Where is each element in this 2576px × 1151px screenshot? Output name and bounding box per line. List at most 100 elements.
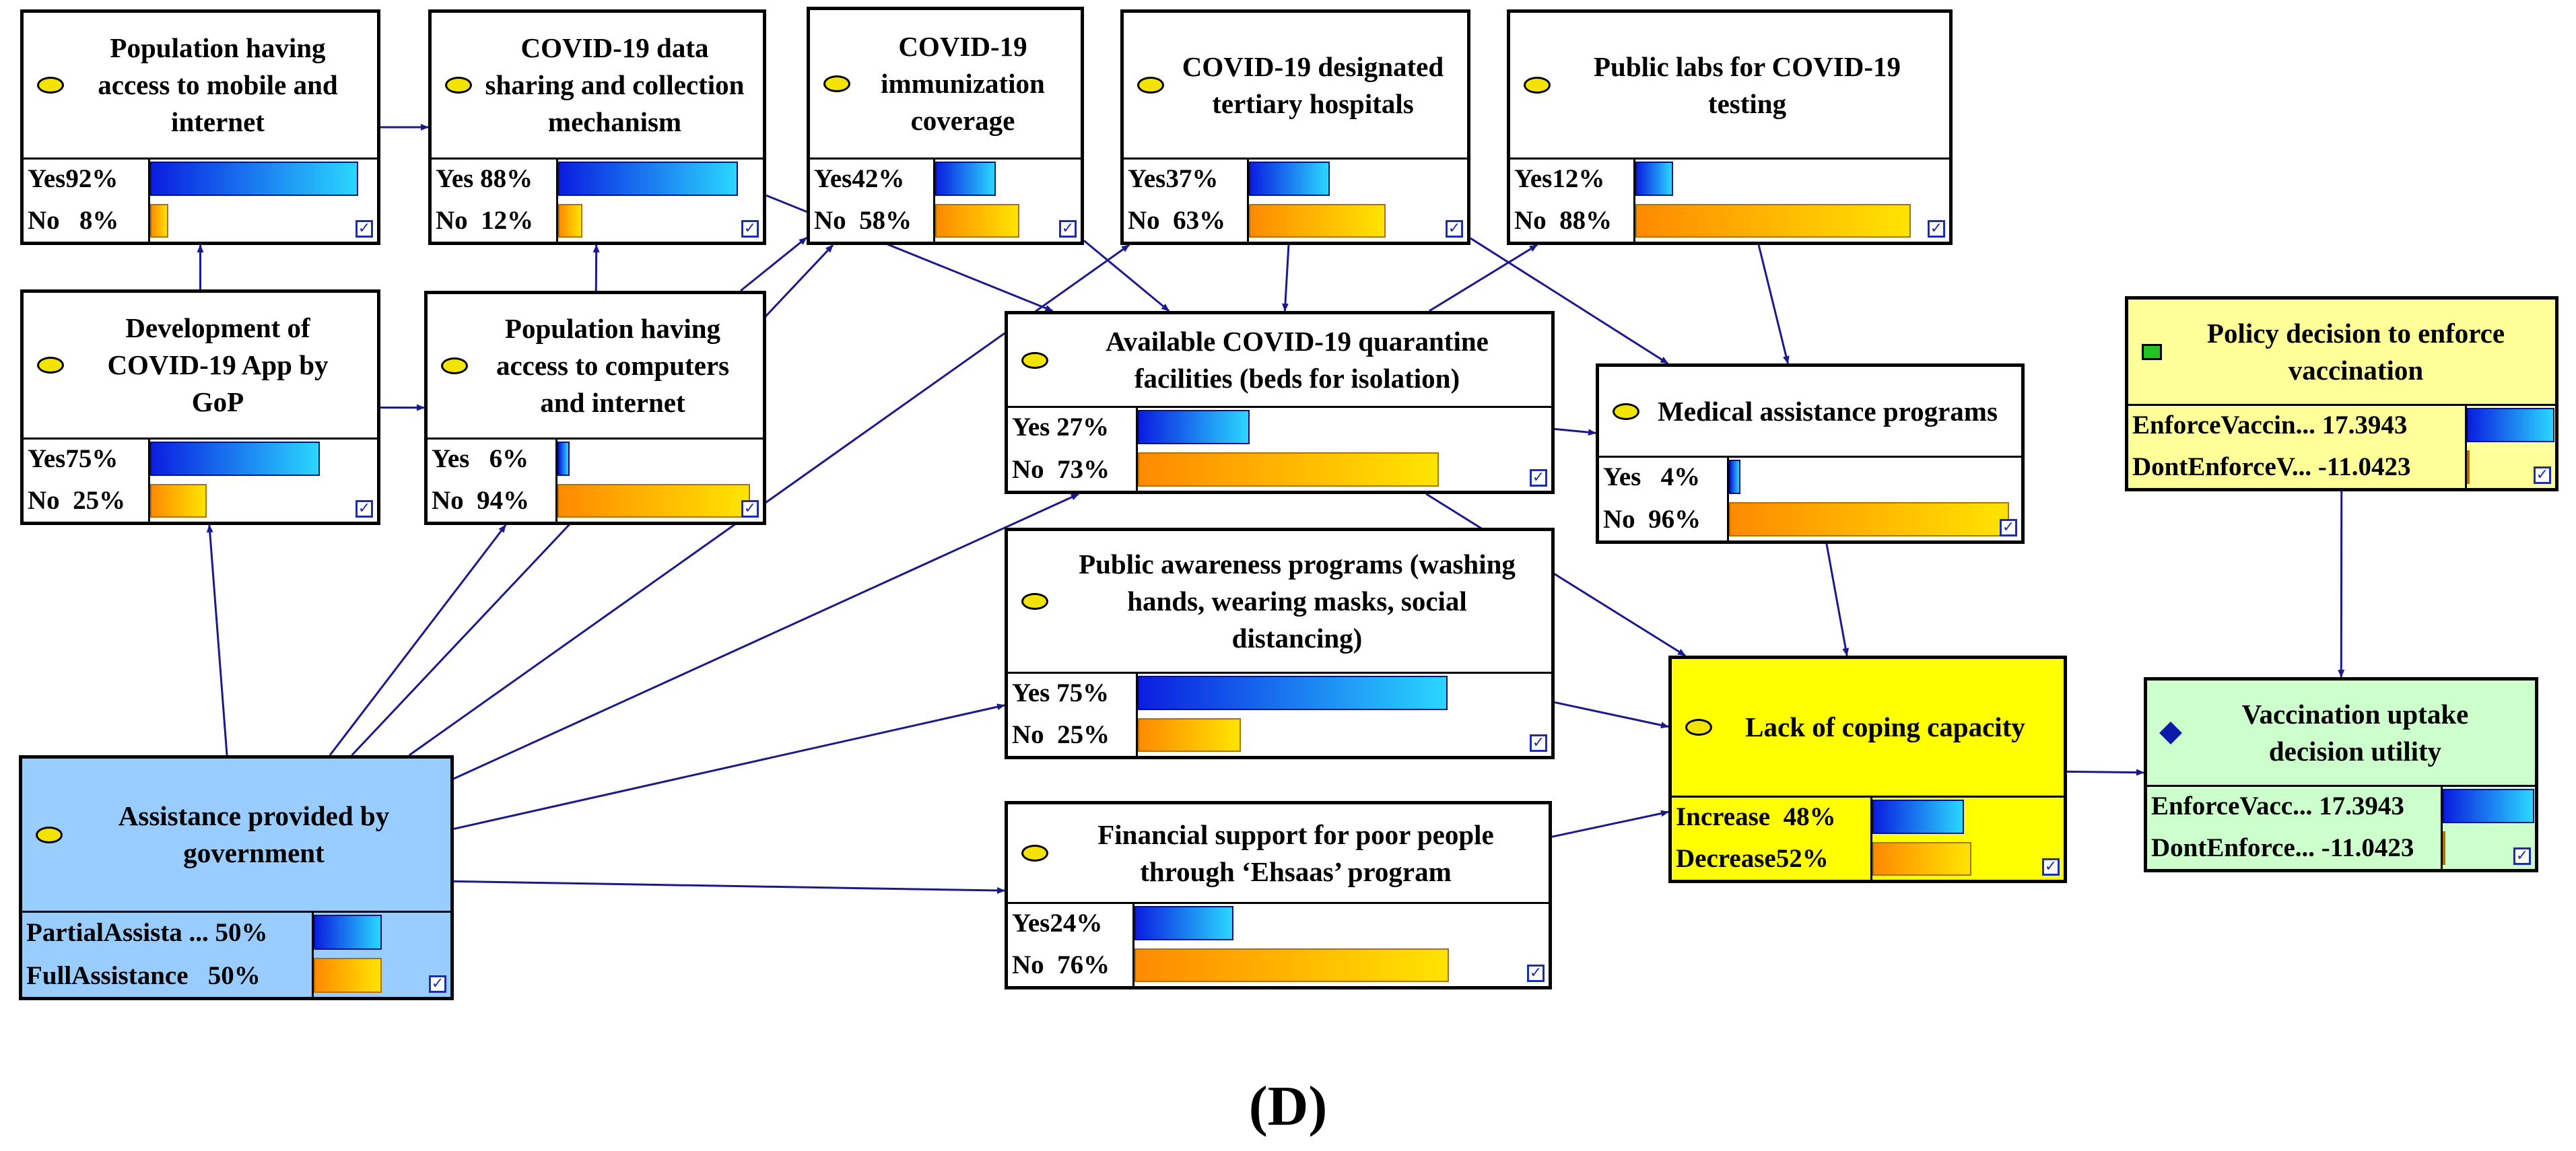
node-title-line: COVID-19 designated [1182,50,1444,82]
edge-tertiary-to-medical [1470,237,1669,365]
state-probability-bar [1729,460,1741,494]
state-bar-track [1136,406,1551,448]
state-probability-bar [935,203,1019,238]
state-probability-bar [558,203,583,238]
state-bar-track [312,954,450,997]
state-bar-track [1247,199,1467,242]
node-title-line: hands, wearing masks, social [1127,586,1467,617]
checkbox-icon[interactable]: ✓ [741,500,759,518]
state-row-no: DontEnforce... -11.0423 [2147,827,2535,869]
node-title-line: immunization [881,68,1045,99]
checkbox-icon[interactable]: ✓ [1446,220,1463,238]
state-probability-bar [2467,450,2470,484]
checkbox-icon[interactable]: ✓ [355,500,373,518]
node-title-line: mechanism [547,106,682,137]
checkbox-icon[interactable]: ✓ [2000,519,2017,536]
chance-dot-icon [1021,593,1048,610]
edge-assistance-to-app [206,524,228,756]
state-probability-bar [1134,906,1234,940]
state-row-yes: EnforceVaccin... 17.3943 [2128,404,2555,446]
checkbox-icon[interactable]: ✓ [355,220,373,238]
state-bar-track [1727,456,2021,498]
node-title-line: Assistance provided by [118,800,390,831]
state-label: PartialAssista ... 50% [26,917,268,947]
node-title-line: Available COVID-19 quarantine [1106,326,1489,357]
checkbox-icon[interactable]: ✓ [1527,965,1545,982]
edge-lack-to-utility [2066,769,2144,776]
state-row-no: No 25% [24,479,377,522]
edge-awareness-to-lack [1554,701,1669,729]
state-probability-bar [1138,676,1448,710]
state-row-yes: Yes24% [1008,902,1549,944]
chance-dot-icon [1685,719,1712,736]
state-label: Yes 88% [436,164,533,193]
node-title-line: facilities (beds for isolation) [1134,363,1460,394]
state-bar-track [148,479,377,522]
state-row-yes: Yes 4% [1599,456,2021,498]
state-label: No 73% [1012,455,1110,484]
state-bar-track [312,911,450,954]
node-title-line: Financial support for poor people [1097,818,1494,850]
state-bar-track [1247,158,1467,200]
chance-dot-icon [1021,351,1048,369]
node-states: Yes92%No 8% [24,158,377,242]
state-row-no: No 8% [24,199,377,242]
edge-quarantine-to-medical [1554,427,1596,436]
checkbox-icon[interactable]: ✓ [2513,847,2531,865]
edge-computers-to-immunization [740,236,807,292]
checkbox-icon[interactable]: ✓ [1059,220,1077,238]
state-row-no: No 63% [1124,199,1467,242]
node-quarantine-facilities[interactable]: Available COVID-19 quarantine facilities … [1005,311,1555,494]
node-title-line: vaccination [2288,354,2424,386]
state-label: DontEnforce... -11.0423 [2151,833,2414,863]
node-states: Yes 75%No 25% [1008,672,1551,756]
state-row-yes: Increase 48% [1672,796,2064,838]
state-bar-track [556,158,763,200]
checkbox-icon[interactable]: ✓ [1530,469,1547,487]
checkbox-icon[interactable]: ✓ [741,220,759,238]
chance-dot-icon [445,77,472,94]
state-bar-track [1633,158,1949,200]
state-label: EnforceVacc... 17.3943 [2151,791,2404,821]
node-header: Available COVID-19 quarantine facilities … [1008,314,1551,408]
state-row-yes: Yes12% [1510,158,1949,200]
state-bar-track [1870,837,2064,880]
node-title-line: Population having [504,313,721,344]
node-title-line: decision utility [2268,735,2442,767]
state-row-yes: Yes 88% [432,158,763,200]
state-row-no: No 12% [432,199,763,242]
checkbox-icon[interactable]: ✓ [429,975,446,993]
chance-dot-icon [441,357,468,374]
checkbox-icon[interactable]: ✓ [1530,734,1547,752]
node-title-line: coverage [910,105,1015,136]
state-row-no: FullAssistance 50% [22,954,450,997]
checkbox-icon[interactable]: ✓ [2042,858,2060,876]
checkbox-icon[interactable]: ✓ [1928,220,1945,238]
checkbox-icon[interactable]: ✓ [2534,466,2551,484]
state-label: Yes 6% [432,444,529,473]
state-probability-bar [314,958,382,993]
state-label: No 96% [1603,505,1701,534]
